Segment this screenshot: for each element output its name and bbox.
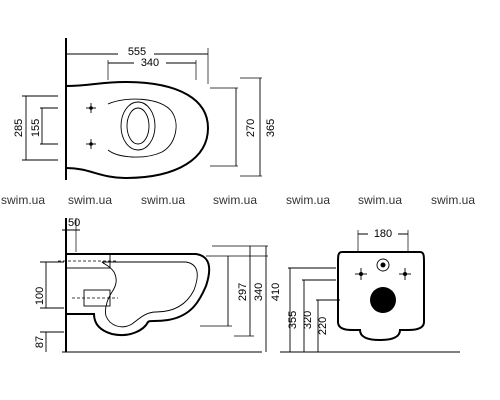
dim-depth-c: 410 [270, 283, 282, 301]
side-view-inner-bowl [101, 261, 198, 328]
dim-outlet-height: 87 [34, 336, 46, 348]
dim-width-top: 180 [374, 228, 392, 240]
mounting-hole-icon [355, 268, 367, 280]
watermark: swim.ua [1, 193, 45, 207]
top-view-rim [107, 98, 177, 158]
top-view-bowl-outline [65, 80, 210, 180]
watermark: swim.ua [286, 193, 330, 207]
dim-depth-inner: 270 [245, 119, 257, 137]
dim-height-outer: 355 [287, 311, 299, 329]
watermark-row: swim.ua swim.ua swim.ua swim.ua swim.ua … [1, 193, 475, 207]
inlet-circle [376, 258, 390, 272]
dim-depth-a: 297 [237, 283, 249, 301]
watermark: swim.ua [213, 193, 257, 207]
front-view: 180 355 320 220 [280, 226, 460, 353]
dim-height-inner: 220 [317, 317, 329, 335]
front-view-body [337, 251, 425, 342]
watermark: swim.ua [431, 193, 475, 207]
dim-depth-outer: 365 [265, 119, 277, 137]
side-view-body [66, 253, 211, 336]
side-view: 50 100 87 297 340 410 [34, 217, 282, 353]
dim-width-seat: 340 [141, 57, 159, 69]
mounting-hole-icon [86, 139, 96, 149]
dim-inlet-offset: 50 [68, 217, 80, 229]
dim-height-left-inner: 155 [30, 119, 42, 137]
dim-inlet-height: 100 [34, 287, 46, 305]
dim-height-mid: 320 [302, 311, 314, 329]
mounting-hole-icon [399, 268, 411, 280]
watermark: swim.ua [141, 193, 185, 207]
dim-depth-b: 340 [253, 283, 265, 301]
top-view: 555 340 285 155 270 365 [13, 38, 277, 180]
top-view-bowl-opening [120, 101, 156, 151]
dim-height-left: 285 [13, 119, 25, 137]
watermark: swim.ua [68, 193, 112, 207]
outlet-circle [370, 287, 396, 313]
mounting-hole-icon [86, 103, 96, 113]
watermark: swim.ua [358, 193, 402, 207]
